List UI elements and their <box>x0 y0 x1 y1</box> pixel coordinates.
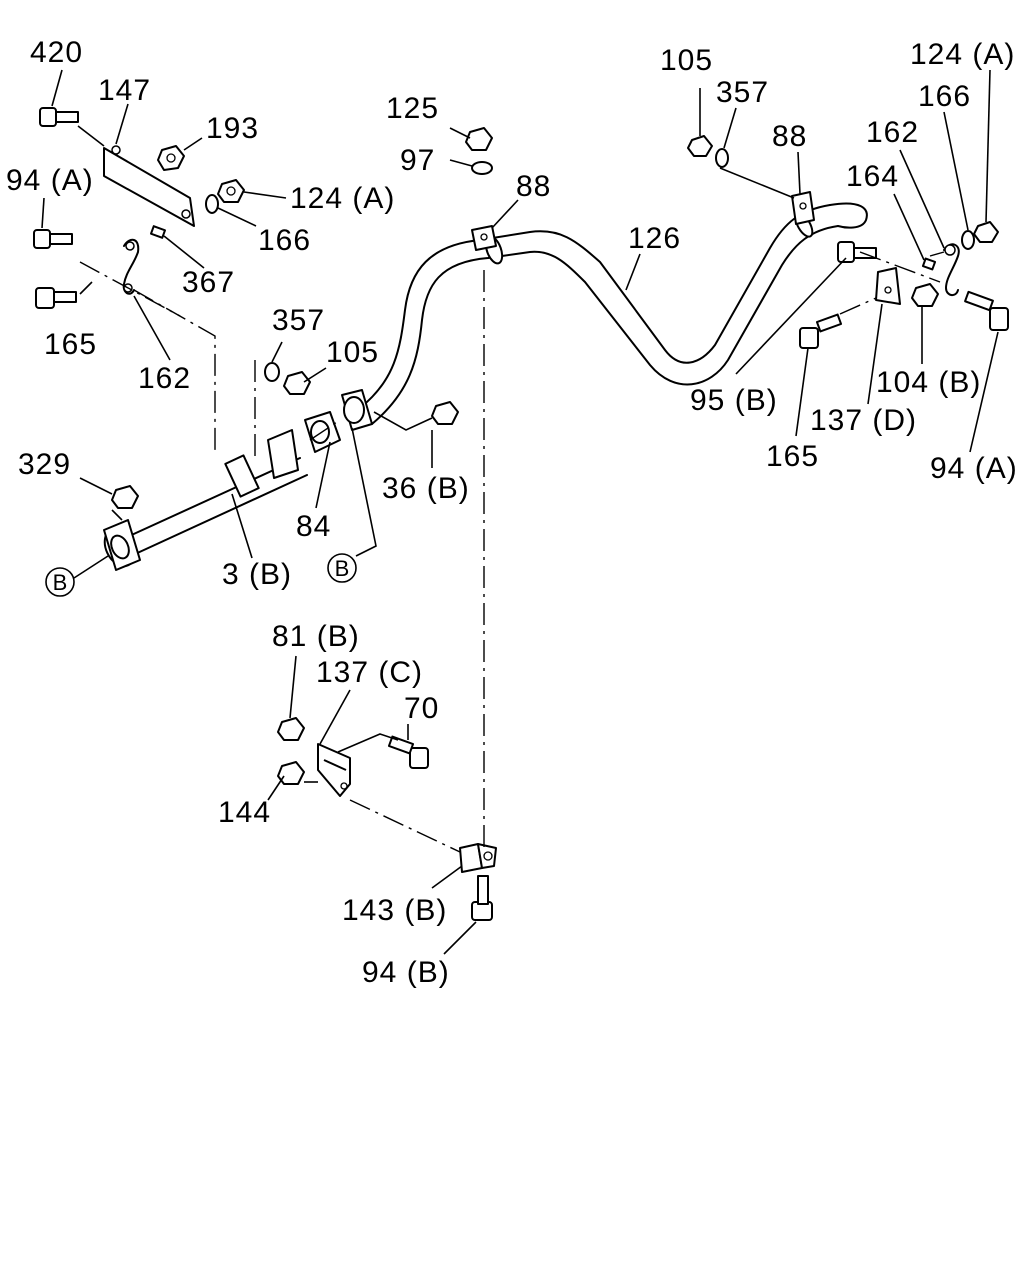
bolt-70 <box>387 735 429 769</box>
clamp-88-mid <box>471 225 497 251</box>
callout-labels: 420 147 193 94 (A) 124 (A) 166 367 165 1… <box>6 36 1018 989</box>
callout-97: 97 <box>400 144 435 177</box>
hanger-143b <box>459 843 497 873</box>
connector-b-left: B <box>45 555 109 597</box>
callout-193: 193 <box>206 112 259 145</box>
nut-104b <box>911 283 939 307</box>
nut-329 <box>111 485 139 509</box>
bracket-137c <box>317 743 351 797</box>
callout-144: 144 <box>218 796 271 829</box>
callout-81b: 81 (B) <box>272 620 360 653</box>
nut-193 <box>157 145 185 171</box>
washer-357-mid <box>264 362 280 382</box>
callout-357-mid: 357 <box>272 304 325 337</box>
callout-3b: 3 (B) <box>222 558 292 591</box>
callout-137c: 137 (C) <box>316 656 423 689</box>
callout-162-right: 162 <box>866 116 919 149</box>
svg-text:B: B <box>335 556 350 581</box>
front-pipe-3b <box>103 454 308 571</box>
bolt-94a-left <box>33 229 73 249</box>
callout-124a-left: 124 (A) <box>290 182 395 215</box>
nut-105-mid <box>283 371 311 395</box>
bolt-94a-right <box>964 290 1009 331</box>
exhaust-pipe-126 <box>359 202 868 425</box>
callout-94b: 94 (B) <box>362 956 450 989</box>
nut-81b <box>277 717 305 741</box>
callout-36b: 36 (B) <box>382 472 470 505</box>
nut-125 <box>465 127 493 151</box>
clamp-flange-left <box>267 429 299 479</box>
bolt-420 <box>39 107 79 127</box>
washer-166-left <box>205 194 219 214</box>
bolt-95b <box>837 241 877 263</box>
callout-94a-left: 94 (A) <box>6 164 94 197</box>
nut-124a-right <box>973 221 999 243</box>
callout-104b: 104 (B) <box>876 366 981 399</box>
callout-162-left: 162 <box>138 362 191 395</box>
callout-126: 126 <box>628 222 681 255</box>
callout-125: 125 <box>386 92 439 125</box>
pin-164 <box>921 257 937 271</box>
callout-94a-right: 94 (A) <box>930 452 1018 485</box>
bracket-plate-147 <box>103 145 195 227</box>
bracket-137d <box>875 267 901 305</box>
connector-b-right: B <box>327 553 357 583</box>
callout-420: 420 <box>30 36 83 69</box>
gasket-84 <box>304 411 341 453</box>
callout-124a-right: 124 (A) <box>910 38 1015 71</box>
callout-147: 147 <box>98 74 151 107</box>
callout-165-right: 165 <box>766 440 819 473</box>
callout-165-left: 165 <box>44 328 97 361</box>
callout-367: 367 <box>182 266 235 299</box>
clamp-88-right <box>791 191 815 225</box>
callout-137d: 137 (D) <box>810 404 917 437</box>
bolt-94b <box>471 875 493 921</box>
callout-88-right: 88 <box>772 120 807 153</box>
callout-105-mid: 105 <box>326 336 379 369</box>
alignment-lines <box>79 251 945 853</box>
callout-88-mid: 88 <box>516 170 551 203</box>
callout-329: 329 <box>18 448 71 481</box>
hanger-162-right <box>943 243 960 296</box>
callout-357-top: 357 <box>716 76 769 109</box>
washer-166-right <box>961 230 975 250</box>
bolt-165-left <box>35 287 77 309</box>
nut-105-top <box>687 135 713 157</box>
nut-144 <box>277 761 305 785</box>
washer-97 <box>471 161 493 175</box>
hanger-162-left <box>122 238 140 295</box>
callout-95b: 95 (B) <box>690 384 778 417</box>
callout-164: 164 <box>846 160 899 193</box>
callout-84: 84 <box>296 510 331 543</box>
callout-70: 70 <box>404 692 439 725</box>
bolt-165-right <box>799 313 843 349</box>
callout-105-top: 105 <box>660 44 713 77</box>
leader-lines <box>41 69 999 955</box>
nut-124a-left <box>217 179 245 203</box>
pin-367 <box>149 225 167 239</box>
svg-text:B: B <box>53 570 68 595</box>
callout-166-left: 166 <box>258 224 311 257</box>
flange-pipe-inlet <box>341 389 373 431</box>
callout-166-right: 166 <box>918 80 971 113</box>
callout-143b: 143 (B) <box>342 894 447 927</box>
nut-36b <box>431 401 459 425</box>
washer-357-top <box>715 148 729 168</box>
